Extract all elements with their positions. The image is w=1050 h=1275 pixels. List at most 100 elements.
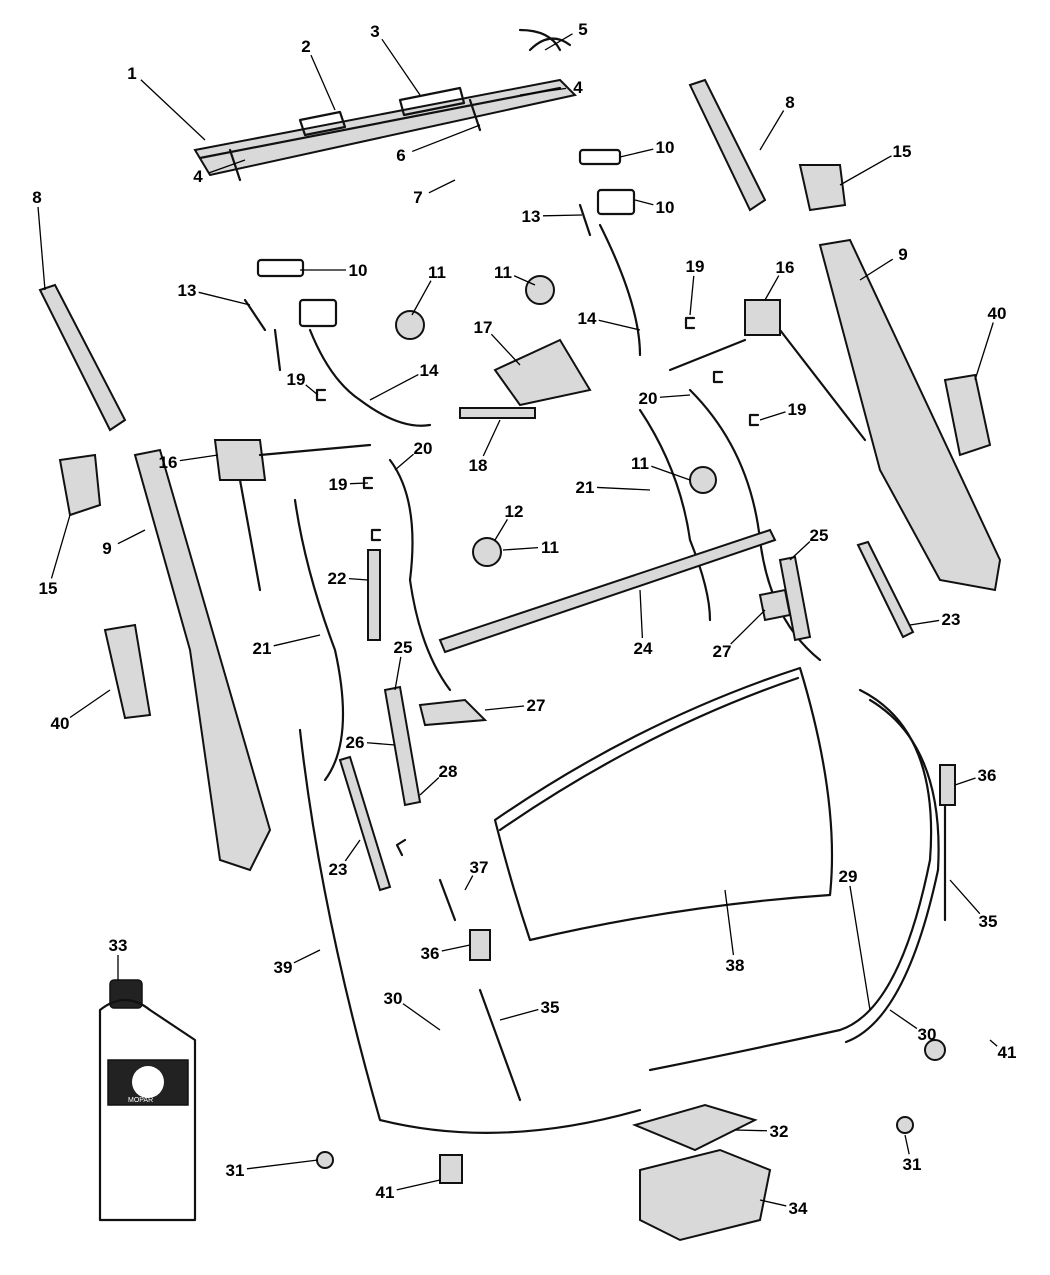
leader-line-20 [659,394,691,398]
leader-line-21 [273,634,321,647]
callout-22: 22 [328,569,347,588]
callout-9: 9 [898,245,907,264]
callout-5: 5 [578,20,587,39]
leader-lines [37,33,998,1207]
callout-25: 25 [810,526,829,545]
callout-29: 29 [839,867,858,886]
leader-line-30 [402,1003,441,1031]
callout-38: 38 [726,956,745,975]
leader-line-29 [849,885,871,1011]
leader-line-41 [989,1039,998,1047]
callout-11: 11 [631,454,649,473]
leader-line-11 [502,546,539,551]
hinge-parts [383,555,812,807]
callout-32: 32 [770,1122,789,1141]
leader-line-2 [310,54,336,111]
callout-37: 37 [470,858,489,877]
callout-15: 15 [893,142,912,161]
callout-6: 6 [396,146,405,165]
leader-line-27 [730,609,766,645]
control-arm-parts [213,299,867,592]
callout-36: 36 [421,944,440,963]
callout-35: 35 [541,998,560,1017]
bracket-parts [58,164,992,720]
leader-line-23 [344,839,361,862]
leader-line-7 [428,179,456,194]
leader-line-11 [651,465,691,481]
callout-19: 19 [686,257,705,276]
callout-4: 4 [573,78,583,97]
callout-10: 10 [656,198,675,217]
callout-27: 27 [713,642,732,661]
callout-19: 19 [329,475,348,494]
leader-line-22 [348,577,369,581]
callout-3: 3 [370,22,379,41]
callout-31: 31 [903,1155,922,1174]
callout-20: 20 [639,389,658,408]
leader-line-40 [974,322,994,381]
callout-26: 26 [346,733,365,752]
leader-line-9 [117,529,146,545]
side-frame-part [133,238,1002,872]
leader-line-35 [949,879,981,915]
leader-line-14 [598,319,641,331]
leader-line-35 [499,1008,539,1021]
leader-line-13 [542,214,583,217]
pump-parts [631,1103,772,1242]
callout-13: 13 [522,207,541,226]
leader-line-10 [634,199,654,206]
leader-line-26 [366,742,396,746]
callout-7: 7 [413,188,422,207]
callout-10: 10 [349,261,368,280]
callout-23: 23 [942,610,961,629]
callout-24: 24 [634,639,653,658]
leader-line-27 [484,705,525,711]
callout-10: 10 [656,138,675,157]
side-rail-part [38,78,767,432]
callout-16: 16 [776,258,795,277]
leader-line-41 [396,1179,441,1191]
leader-line-16 [179,454,219,462]
callout-11: 11 [541,538,559,557]
leader-line-38 [724,889,735,956]
callout-14: 14 [578,309,597,328]
callout-41: 41 [376,1183,395,1202]
callout-21: 21 [253,639,272,658]
leader-line-10 [619,148,654,158]
fluid-bottle-part: MOPAR [98,979,197,1222]
callout-14: 14 [420,361,439,380]
leader-line-20 [394,453,414,471]
leader-line-15 [50,514,71,579]
leader-line-4 [209,159,246,174]
rear-bow-part [438,528,777,654]
leader-line-25 [394,656,402,691]
leader-line-1 [140,79,206,141]
leader-line-37 [464,875,474,891]
leader-line-19 [305,384,319,396]
leader-line-24 [639,589,644,639]
leader-line-17 [490,333,521,366]
cable-parts [243,203,940,1134]
leader-line-15 [839,155,892,186]
leader-line-11 [513,275,536,286]
callout-36: 36 [978,766,997,785]
sensor-parts [316,838,946,1184]
leader-line-30 [889,1009,918,1030]
leader-line-16 [764,275,780,301]
leader-line-19 [349,482,369,485]
leader-line-13 [198,291,251,306]
leader-line-19 [689,275,695,316]
callout-1: 1 [127,64,136,83]
leader-line-31 [904,1134,910,1155]
callout-31: 31 [226,1161,245,1180]
leader-line-31 [246,1159,319,1170]
callout-19: 19 [788,400,807,419]
leader-line-8 [759,110,785,151]
leader-line-4 [519,87,567,96]
callout-21: 21 [576,478,595,497]
callout-34: 34 [789,1199,808,1218]
bottle-logo-text: MOPAR [128,1097,153,1104]
